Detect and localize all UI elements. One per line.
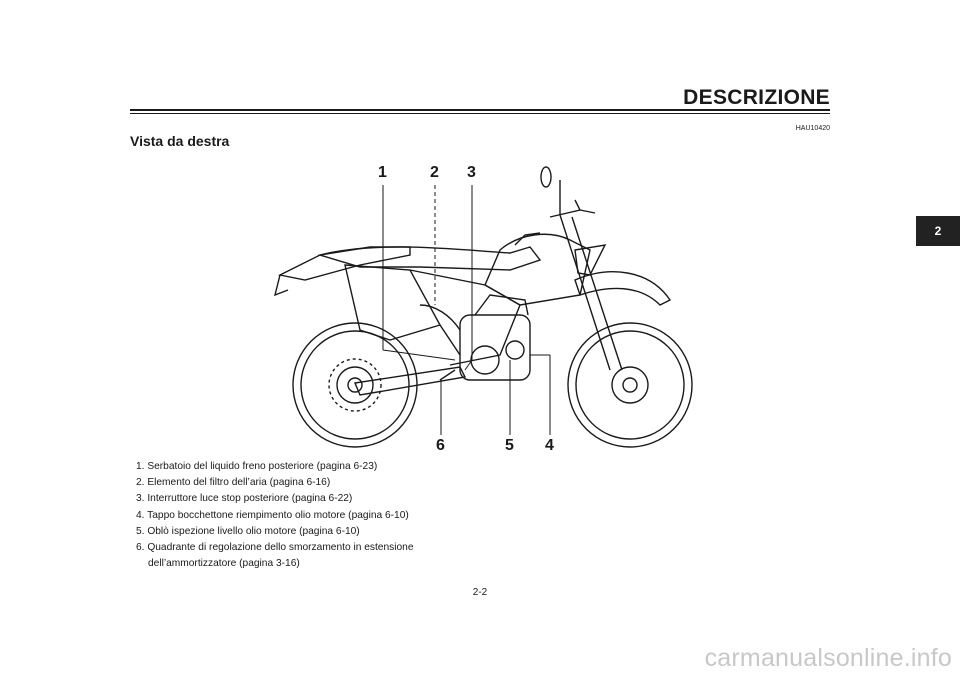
watermark: carmanualsonline.info [704,644,952,672]
legend-item: 2. Elemento del filtro dell’aria (pagina… [136,477,331,489]
fuel-tank [484,233,591,306]
rear-wheel [292,322,418,448]
engine [459,314,531,381]
legend-item: 3. Interruttore luce stop posteriore (pa… [136,493,353,505]
callout-3: 3 [467,164,476,181]
document-code: HAU10420 [795,125,830,132]
callout-2: 2 [430,164,439,181]
header-rule-thin [130,113,830,114]
callout-6: 6 [436,437,445,454]
header-title: DESCRIZIONE [683,86,830,109]
legend-item-continuation: dell’ammortizzatore (pagina 3-16) [148,558,300,570]
legend-item: 6. Quadrante di regolazione dello smorza… [136,542,414,554]
chapter-tab[interactable]: 2 [916,216,960,246]
legend-item: 4. Tappo bocchettone riempimento olio mo… [136,509,409,521]
legend-item: 1. Serbatoio del liquido freno posterior… [136,461,378,472]
section-title: Vista da destra [130,133,230,149]
front-fender [574,271,672,306]
callout-4: 4 [545,437,554,454]
page-number: 2-2 [472,587,488,598]
side-panel [344,264,442,341]
motorcycle-illustration [273,166,693,448]
callout-1: 1 [378,164,387,181]
swing-arm [354,366,467,396]
legend-list: 1. Serbatoio del liquido freno posterior… [136,459,414,572]
seat [317,246,542,271]
legend-item: 5. Oblò ispezione livello olio motore (p… [136,525,360,537]
front-fork [559,214,611,371]
header-rule-thick [130,109,830,111]
front-wheel [567,322,693,448]
callout-5: 5 [505,437,514,454]
